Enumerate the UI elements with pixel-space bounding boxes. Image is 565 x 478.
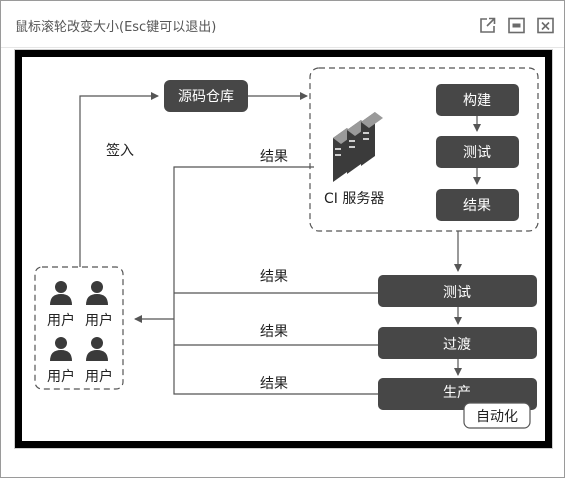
staging-stage-label: 过渡 bbox=[443, 337, 471, 353]
minimize-icon bbox=[507, 17, 525, 33]
titlebar: 鼠标滚轮改变大小(Esc键可以退出) bbox=[1, 1, 564, 48]
minimize-button[interactable] bbox=[506, 15, 526, 35]
ci-build-label: 构建 bbox=[463, 93, 491, 109]
image-frame: 源码仓库 签入 bbox=[14, 49, 553, 449]
checkin-label: 签入 bbox=[106, 142, 134, 159]
user-label: 用户 bbox=[85, 312, 113, 329]
result-label-production: 结果 bbox=[260, 376, 288, 392]
user-label: 用户 bbox=[85, 368, 113, 385]
user-icon bbox=[86, 337, 108, 361]
source-repo-label: 源码仓库 bbox=[178, 89, 234, 105]
ci-result-line bbox=[173, 166, 314, 384]
users-box bbox=[34, 266, 124, 390]
external-link-icon bbox=[479, 17, 495, 33]
ci-result-node: 结果 bbox=[436, 189, 519, 221]
ci-test-label: 测试 bbox=[463, 145, 491, 161]
ci-server-label: CI 服务器 bbox=[324, 191, 384, 207]
close-icon bbox=[536, 17, 554, 33]
user-icon bbox=[50, 281, 72, 305]
result-label-ci: 结果 bbox=[260, 149, 288, 165]
ci-build-node: 构建 bbox=[436, 84, 519, 116]
ci-result-label: 结果 bbox=[463, 198, 491, 214]
user-icon bbox=[50, 337, 72, 361]
production-stage-node: 生产 bbox=[378, 378, 537, 410]
user-icon bbox=[86, 281, 108, 305]
ci-test-node: 测试 bbox=[436, 136, 519, 168]
open-external-button[interactable] bbox=[477, 15, 497, 35]
staging-stage-node: 过渡 bbox=[378, 327, 537, 359]
production-stage-label: 生产 bbox=[443, 385, 471, 401]
connector-lines bbox=[79, 92, 481, 395]
server-icon bbox=[333, 112, 383, 182]
diagram-svg: 源码仓库 签入 bbox=[34, 67, 539, 429]
user-label: 用户 bbox=[47, 312, 75, 329]
source-repo-node: 源码仓库 bbox=[164, 80, 248, 112]
test-stage-label: 测试 bbox=[443, 285, 471, 301]
close-button[interactable] bbox=[535, 15, 555, 35]
result-label-staging: 结果 bbox=[260, 324, 288, 340]
result-label-test: 结果 bbox=[260, 269, 288, 285]
ci-server-box bbox=[309, 67, 539, 232]
user-label: 用户 bbox=[47, 368, 75, 385]
ci-pipeline-diagram: 源码仓库 签入 bbox=[22, 57, 545, 441]
production-result-line bbox=[173, 384, 378, 395]
automation-badge: 自动化 bbox=[463, 402, 531, 429]
checkin-arrow bbox=[79, 92, 159, 267]
window-title: 鼠标滚轮改变大小(Esc键可以退出) bbox=[15, 20, 217, 35]
automation-badge-label: 自动化 bbox=[476, 409, 518, 425]
test-stage-node: 测试 bbox=[378, 275, 537, 307]
